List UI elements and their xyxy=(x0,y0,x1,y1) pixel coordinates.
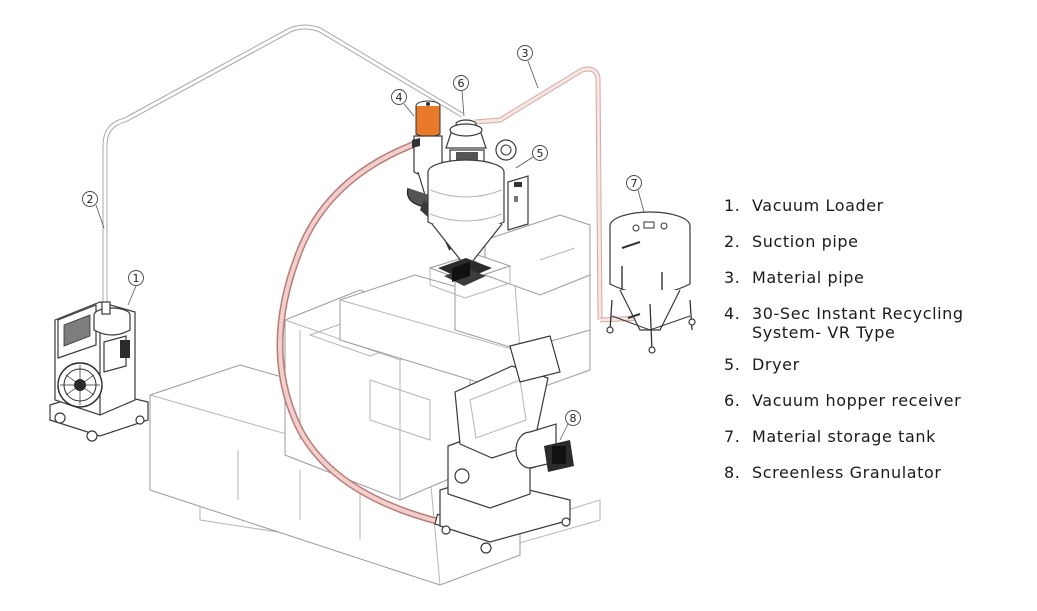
callout-7: 7 xyxy=(626,175,642,191)
svg-text:7: 7 xyxy=(631,177,638,190)
svg-text:8: 8 xyxy=(570,412,577,425)
legend: 1.Vacuum Loader 2.Suction pipe 3.Materia… xyxy=(724,196,1024,499)
callout-6: 6 xyxy=(453,75,469,91)
callout-1: 1 xyxy=(128,270,144,286)
svg-text:2: 2 xyxy=(87,193,94,206)
vacuum-loader xyxy=(49,301,149,442)
legend-item: 8.Screenless Granulator xyxy=(724,463,942,482)
legend-item: 5.Dryer xyxy=(724,355,800,374)
callout-8: 8 xyxy=(565,410,581,426)
legend-item: 3.Material pipe xyxy=(724,268,865,287)
callout-2: 2 xyxy=(82,191,98,207)
svg-text:1: 1 xyxy=(133,272,140,285)
svg-text:3: 3 xyxy=(522,47,529,60)
legend-item: 7.Material storage tank xyxy=(724,427,937,446)
legend-item: 4.30-Sec Instant Recycling System- VR Ty… xyxy=(724,304,964,342)
callout-5: 5 xyxy=(532,145,548,161)
callout-3: 3 xyxy=(517,45,533,61)
callout-4: 4 xyxy=(391,89,407,105)
svg-text:4: 4 xyxy=(396,91,403,104)
legend-item: 1.Vacuum Loader xyxy=(724,196,884,215)
material-storage-tank xyxy=(606,211,696,354)
svg-text:5: 5 xyxy=(537,147,544,160)
legend-item: 6.Vacuum hopper receiver xyxy=(724,391,962,410)
legend-item: 2.Suction pipe xyxy=(724,232,859,251)
screenless-granulator xyxy=(439,335,574,554)
dryer xyxy=(427,159,529,286)
svg-text:6: 6 xyxy=(458,77,465,90)
suction-pipe xyxy=(102,24,464,315)
